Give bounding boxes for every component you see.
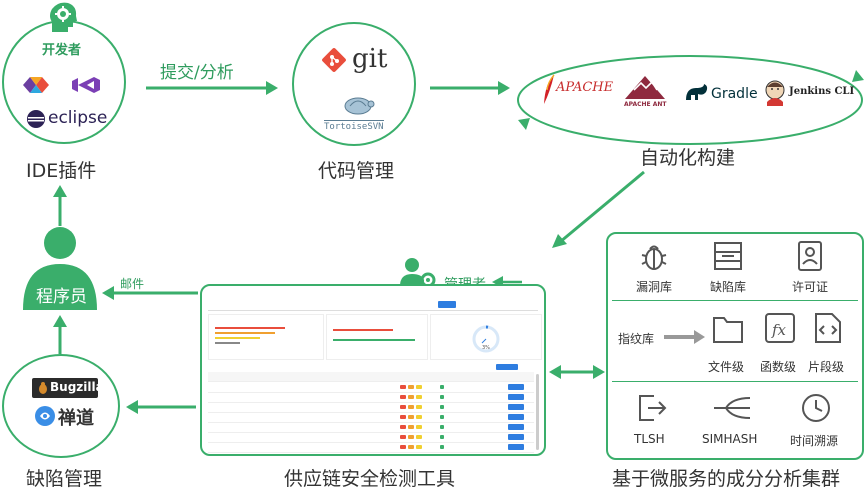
svn-label: TortoiseSVN: [324, 120, 384, 132]
apache-ant-icon: [625, 76, 665, 99]
defect-db-icon: [714, 242, 742, 270]
chandao-label: 禅道: [58, 408, 94, 429]
gradle-icon: [686, 84, 708, 100]
apache-label: APACHE: [556, 80, 614, 95]
table-row[interactable]: [208, 443, 534, 453]
table-row[interactable]: [208, 413, 534, 423]
cluster-label: 基于微服务的成分分析集群: [612, 468, 841, 490]
cluster-bottom-label-1: SIMHASH: [702, 432, 758, 446]
developer-label: 开发者: [42, 43, 82, 58]
arrow-tool-defect: [126, 400, 196, 414]
arrow-defect-programmer: [53, 315, 67, 354]
tool-search-button[interactable]: [438, 301, 456, 308]
svg-text:fx: fx: [771, 321, 787, 339]
cluster-bottom-label-0: TLSH: [634, 432, 665, 446]
eclipse-label: eclipse: [48, 108, 108, 128]
programmer-label: 程序员: [36, 287, 87, 307]
git-label: git: [352, 44, 388, 74]
tool-topbar: [208, 300, 538, 311]
table-row[interactable]: [208, 403, 534, 413]
table-row[interactable]: [208, 383, 534, 393]
tool-card-3: 3%: [430, 314, 542, 360]
scm-label: 代码管理: [318, 160, 395, 182]
cluster-divider-2: [612, 381, 858, 382]
tool-screenshot-panel: 3%: [200, 284, 546, 456]
git-icon: [322, 48, 346, 72]
tlsh-icon: [639, 395, 667, 421]
arrow-tool-cluster: [549, 365, 605, 379]
table-row[interactable]: [208, 423, 534, 433]
gear-head-icon: [50, 2, 77, 32]
cluster-top-label-2: 许可证: [792, 280, 829, 294]
programmer-icon: [23, 227, 97, 310]
tool-label: 供应链安全检测工具: [284, 468, 456, 490]
tortoise-icon: [344, 97, 375, 115]
arrow-programmer-ide: [53, 185, 67, 226]
bugzilla-label: Bugzilla: [50, 380, 104, 394]
arrow-build-tool: [552, 170, 645, 248]
visual-studio-code-icon: [23, 77, 49, 93]
arrow-tool-programmer: [102, 286, 198, 300]
cluster-level-label-2: 片段级: [808, 360, 845, 374]
license-icon: [798, 241, 822, 271]
gradle-label: Gradle: [711, 86, 758, 102]
fingerprint-label: 指纹库: [618, 332, 655, 346]
clock-icon: [802, 394, 830, 422]
chandao-icon: [35, 406, 55, 426]
defect-circle: [2, 354, 120, 458]
fingerprint-arrow: [664, 330, 705, 344]
visual-studio-icon: [72, 77, 100, 93]
scm-circle: [292, 22, 416, 146]
cluster-level-label-0: 文件级: [708, 360, 745, 374]
jenkins-icon: [765, 80, 785, 106]
tool-table: [202, 364, 548, 456]
simhash-icon: [714, 397, 751, 419]
function-level-icon: fx: [765, 313, 795, 343]
bugzilla-logo: [32, 378, 98, 398]
mail-label: 邮件: [120, 277, 145, 291]
bug-icon: [39, 382, 47, 394]
tool-card-2: [326, 314, 428, 360]
build-label: 自动化构建: [640, 147, 736, 169]
eclipse-icon: [27, 110, 45, 128]
arrow-submit: [146, 81, 278, 95]
defect-label: 缺陷管理: [26, 468, 103, 490]
apache-feather-icon: [544, 74, 555, 104]
cluster-level-label-1: 函数级: [760, 360, 797, 374]
gauge-chart: [472, 325, 500, 353]
gauge-value: 3%: [482, 345, 490, 351]
vulnerability-db-icon: [641, 245, 667, 270]
table-row[interactable]: [208, 393, 534, 403]
submit-label: 提交/分析: [160, 63, 234, 83]
arrow-scm-build: [430, 81, 510, 95]
cluster-bottom-label-2: 时间溯源: [790, 434, 839, 448]
table-header: [208, 372, 534, 382]
file-level-icon: [713, 317, 743, 343]
ide-label: IDE插件: [26, 160, 97, 182]
cluster-divider-1: [612, 300, 858, 301]
table-row[interactable]: [208, 433, 534, 443]
jenkins-label: Jenkins CLI: [789, 86, 855, 97]
tool-card-1: [208, 314, 324, 360]
table-scrollbar[interactable]: [536, 374, 539, 450]
snippet-level-icon: [815, 313, 841, 343]
cluster-top-label-0: 漏洞库: [636, 280, 673, 294]
apache-ant-label: APACHE ANT: [624, 101, 667, 108]
cluster-top-label-1: 缺陷库: [710, 280, 747, 294]
